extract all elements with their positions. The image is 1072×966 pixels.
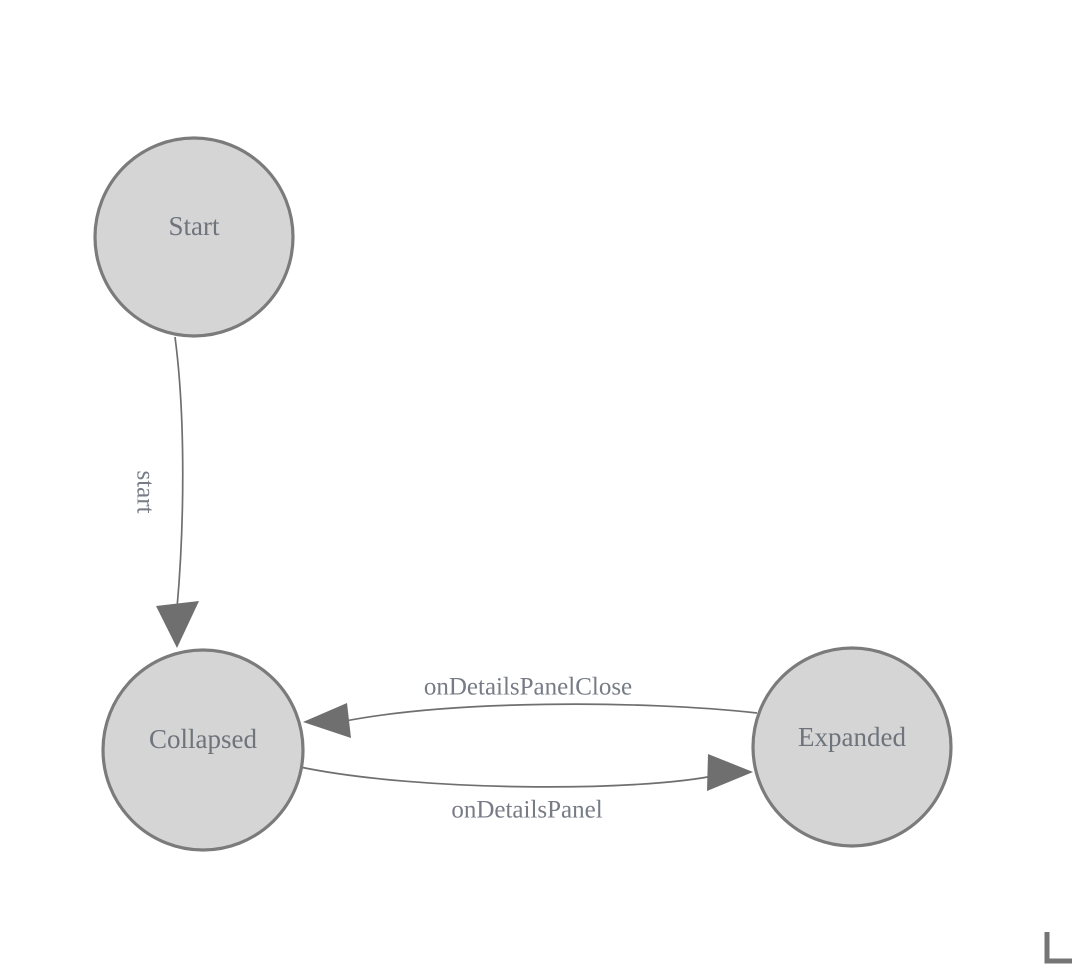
state-node-expanded[interactable]: Expanded bbox=[751, 646, 953, 848]
clipped-panel-corner bbox=[1044, 932, 1072, 964]
edge-collapsed-to-expanded[interactable]: onDetailsPanel bbox=[299, 754, 753, 824]
state-node-start-label: Start bbox=[169, 211, 220, 241]
edge-start-to-collapsed-path bbox=[174, 336, 184, 609]
clipped-panel-corner-path bbox=[1044, 932, 1072, 964]
edge-collapsed-to-expanded-path bbox=[299, 766, 719, 788]
edge-expanded-to-collapsed-label: onDetailsPanelClose bbox=[424, 674, 632, 701]
edge-start-to-collapsed[interactable]: start bbox=[131, 336, 199, 648]
state-node-start[interactable]: Start bbox=[93, 136, 295, 338]
edge-expanded-to-collapsed-path bbox=[339, 703, 758, 723]
state-node-collapsed-circle bbox=[101, 648, 305, 852]
edge-start-to-collapsed-label: start bbox=[131, 470, 158, 513]
state-node-collapsed-label: Collapsed bbox=[149, 724, 257, 754]
state-node-start-circle bbox=[93, 136, 295, 338]
state-node-expanded-circle bbox=[751, 646, 953, 848]
edge-expanded-to-collapsed[interactable]: onDetailsPanelClose bbox=[303, 674, 758, 738]
edge-collapsed-to-expanded-arrowhead bbox=[707, 754, 753, 791]
state-node-expanded-label: Expanded bbox=[798, 722, 906, 752]
edge-expanded-to-collapsed-arrowhead bbox=[303, 703, 351, 738]
edge-collapsed-to-expanded-label: onDetailsPanel bbox=[451, 797, 602, 824]
state-node-collapsed[interactable]: Collapsed bbox=[101, 648, 305, 852]
edge-start-to-collapsed-arrowhead bbox=[156, 601, 199, 648]
